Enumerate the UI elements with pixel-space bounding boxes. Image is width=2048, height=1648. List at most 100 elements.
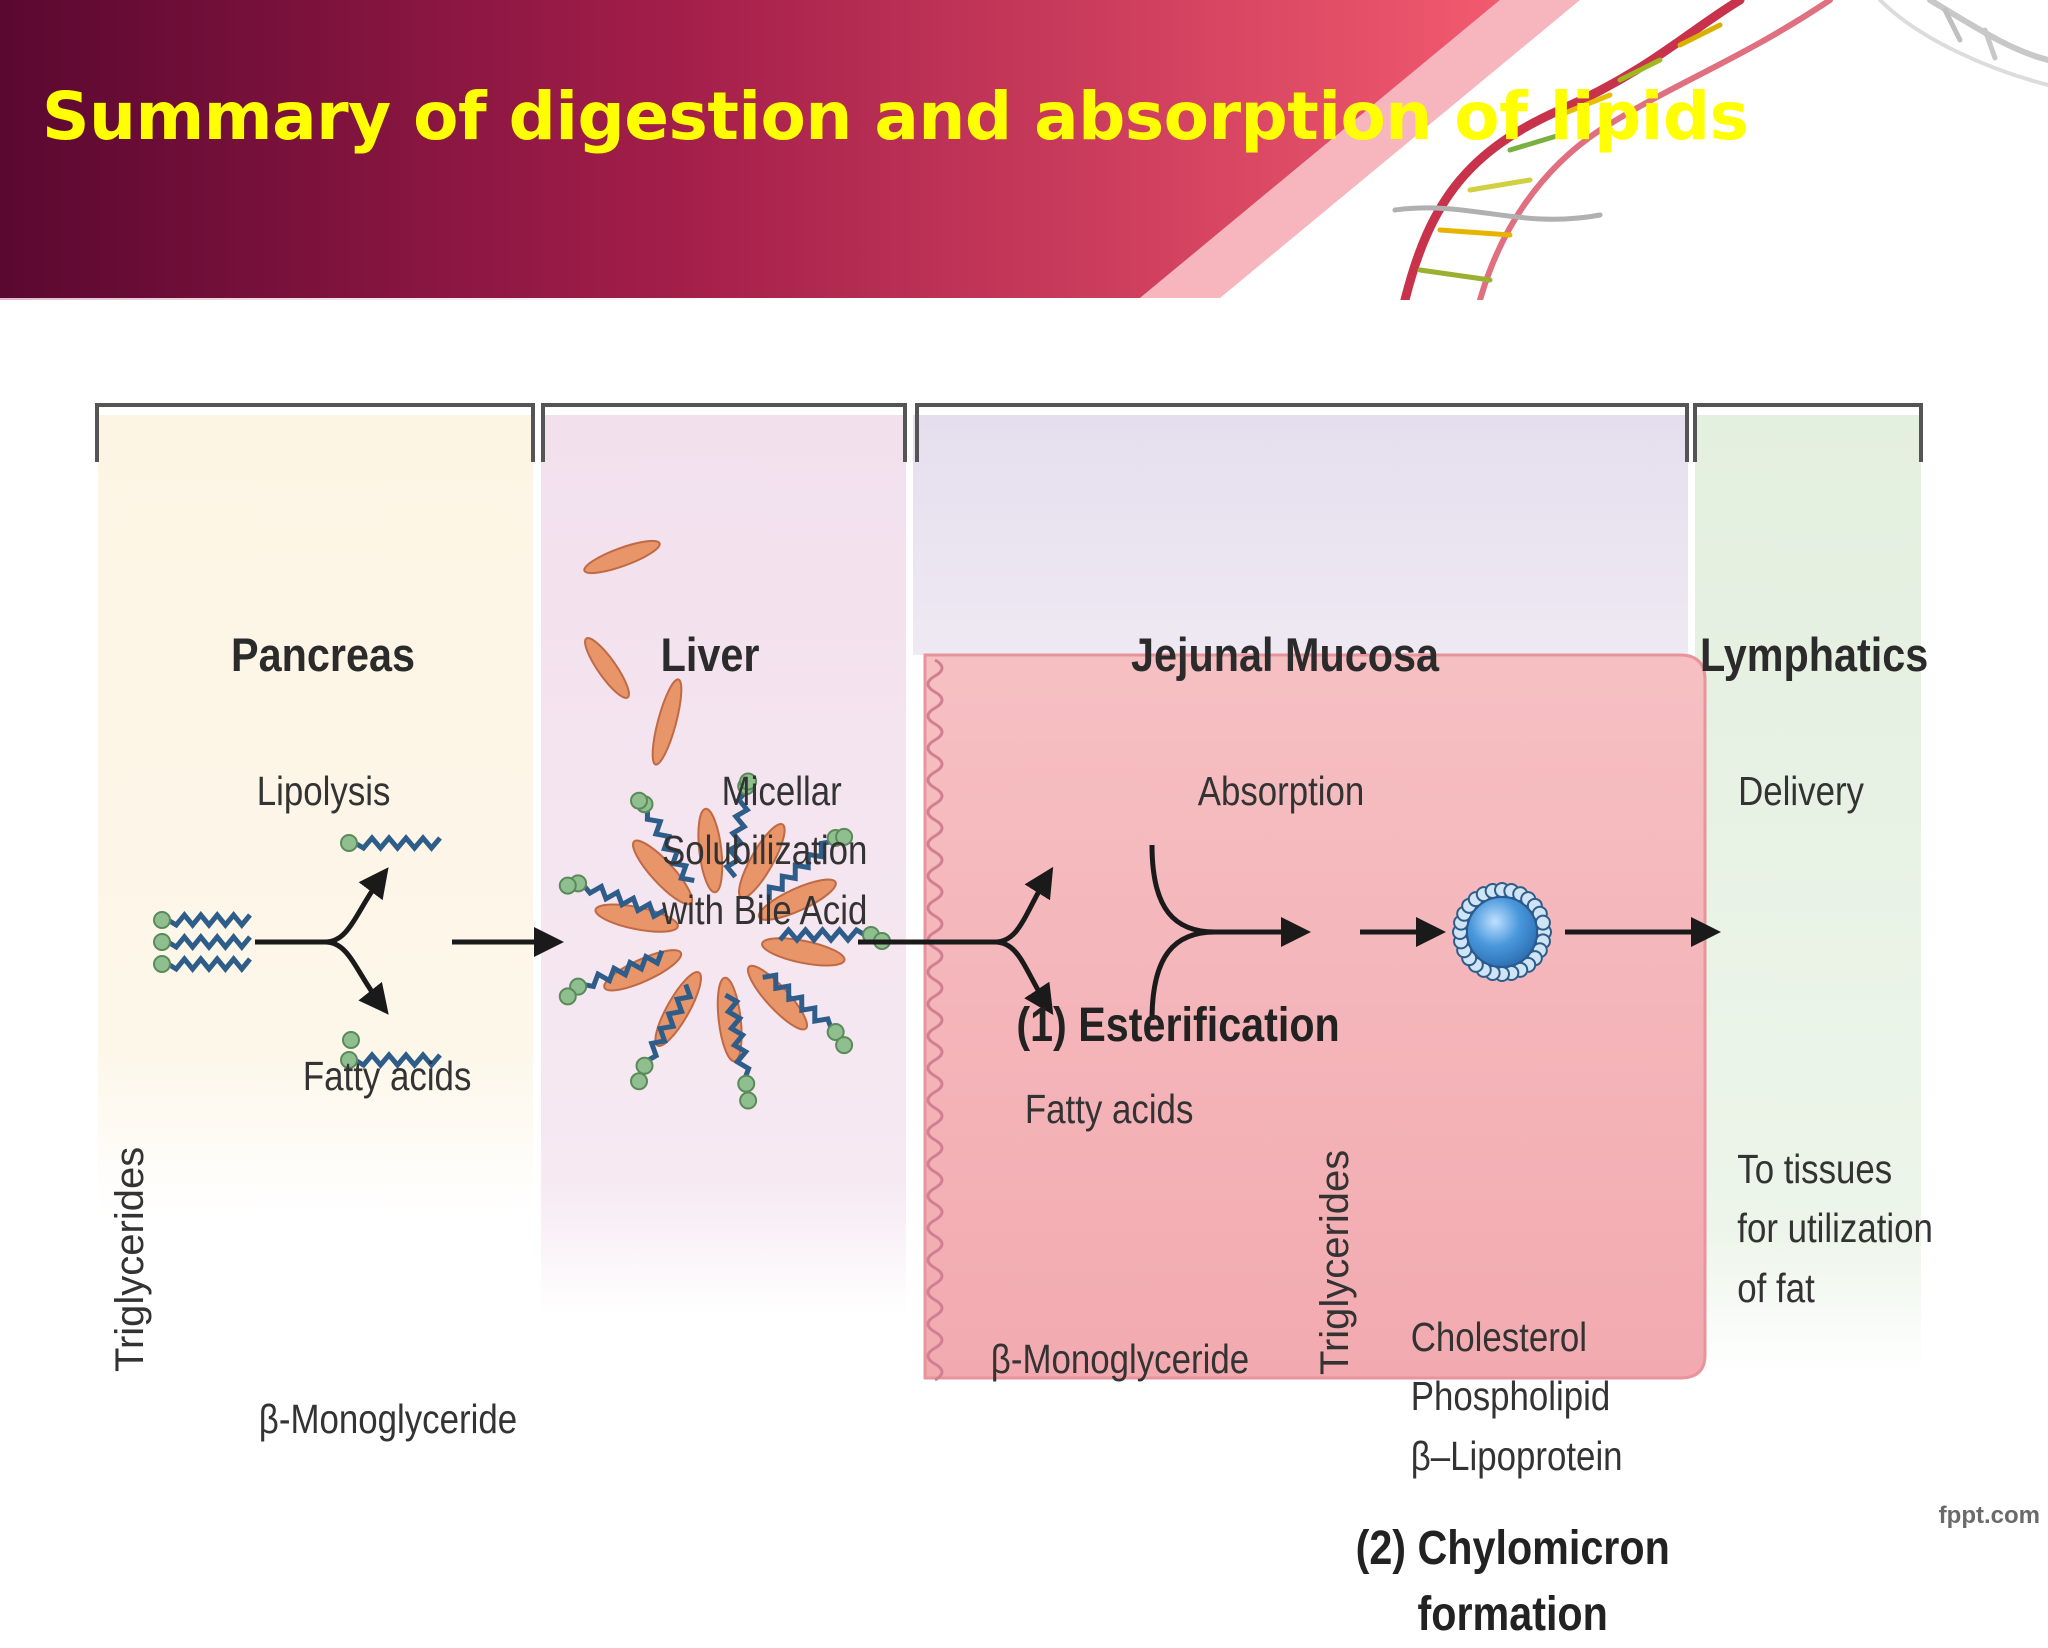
lymph-output-line: for utilization (1737, 1205, 1933, 1252)
microvilli-border (926, 658, 944, 1382)
lipid-head (153, 911, 171, 929)
lipid-head (826, 1023, 845, 1042)
lipid-tail (353, 834, 442, 852)
section-header-pancreas: Pancreas (231, 628, 415, 681)
lipid-tail (778, 926, 867, 944)
chylomicron-particle (1452, 882, 1552, 982)
chylomicron-shell (1534, 914, 1551, 931)
lipid-tail (723, 790, 752, 879)
fatty-acid-molecule (340, 834, 442, 852)
lipid-chain (340, 834, 442, 852)
micelle (558, 772, 891, 1110)
lymphatics-panel (1695, 415, 1921, 1375)
lipid-head (340, 1051, 358, 1069)
lipid-tail (166, 933, 252, 951)
diagram-graphics (70, 322, 1928, 1402)
component-cholesterol: Cholesterol (1410, 1314, 1587, 1360)
enterocyte-cell (923, 653, 1707, 1380)
lipid-head (630, 791, 648, 810)
lipid-head (835, 827, 854, 846)
lymph-output-line: of fat (1737, 1264, 1815, 1311)
micelle-bile-acid (761, 937, 846, 967)
process-absorption: Absorption (1197, 768, 1365, 814)
component-phospholipid: Phospholipid (1410, 1373, 1611, 1420)
lipid-chain (630, 983, 694, 1091)
lipid-head (739, 772, 758, 791)
step2-line: formation (1417, 1588, 1608, 1642)
component-lipoprotein: β–Lipoprotein (1410, 1432, 1623, 1479)
lipid-head (739, 1091, 758, 1110)
lipid-chain (153, 933, 252, 951)
lipid-tail (766, 839, 832, 901)
process-lipolysis: Lipolysis (256, 768, 391, 814)
chylomicron-components: Cholesterol Phospholipid β–Lipoprotein (1411, 1308, 1623, 1486)
micelle-bile-acid (746, 964, 809, 1031)
lipid-chain (340, 1051, 442, 1069)
bile-acid-molecule (583, 539, 661, 575)
lipid-tail (724, 992, 752, 1079)
lipid-chain (153, 955, 252, 973)
lipid-chain (153, 911, 252, 929)
absorption-arrow-down (994, 939, 1054, 1016)
lipid-chain (558, 874, 667, 920)
process-line: Micellar (721, 768, 842, 814)
lipid-head (835, 1036, 854, 1055)
micelle-bile-acid (697, 807, 724, 894)
monoglyceride-molecule (340, 1031, 442, 1069)
slide-header: Summary of digestion and absorption of l… (0, 0, 2048, 372)
lipid-tail (581, 882, 667, 920)
lymphatics-bracket (1693, 403, 1923, 462)
pancreas-triglycerides-label: Triglycerides (108, 1146, 152, 1372)
bile-acid-molecule (584, 637, 630, 699)
lipid-head (340, 834, 358, 852)
lipid-chain (723, 772, 758, 879)
lipid-tail (166, 911, 252, 929)
process-line: Solubilization (662, 827, 868, 874)
lipid-tail (762, 972, 834, 1030)
process-micellar-solubilization: Micellar Solubilization with Bile Acid (662, 762, 867, 940)
mucosa-monoglyceride-label: β-Monoglyceride (990, 1336, 1250, 1382)
pancreas-fatty-acids-label: Fatty acids (302, 1053, 472, 1099)
lymph-output-line: To tissues (1737, 1146, 1893, 1192)
lymph-output-label: To tissues for utilization of fat (1737, 1140, 1933, 1318)
lipid-chain (762, 972, 854, 1055)
lipid-chain (766, 827, 854, 901)
jejunal-bracket (915, 403, 1689, 462)
step2-line: (2) Chylomicron (1355, 1522, 1670, 1575)
mucosa-triglycerides-label: Triglycerides (1313, 1149, 1357, 1375)
micelle-bile-acid (757, 878, 837, 921)
liver-bracket (541, 403, 907, 462)
lipid-tail (646, 983, 694, 1063)
lipid-head (635, 1056, 654, 1075)
dna-helix-icon (1392, 0, 2048, 305)
lipid-head (153, 955, 171, 973)
pancreas-monoglyceride-label: β-Monoglyceride (258, 1396, 518, 1442)
section-header-jejunal-mucosa: Jejunal Mucosa (1131, 628, 1439, 681)
bile-acid-molecule (651, 678, 683, 766)
lipid-tail (644, 809, 695, 883)
lipid-tail (583, 949, 665, 990)
lipid-head (153, 933, 171, 951)
triglyceride-molecules (153, 911, 252, 973)
footer-credit: fppt.com (1938, 1502, 2040, 1529)
lipid-chain (724, 992, 758, 1110)
lipolysis-arrow-down (324, 939, 389, 1015)
lipid-head (558, 876, 577, 895)
micelle-bile-acid (738, 823, 786, 899)
esterification-label: (1) Esterification (1016, 999, 1340, 1052)
process-line: with Bile Acid (662, 886, 868, 933)
chylomicron-core (1466, 896, 1538, 968)
lipid-tail (353, 1051, 442, 1069)
lipid-digestion-diagram: Pancreas Liver Jejunal Mucosa Lymphatics… (0, 300, 2048, 1641)
lipid-chain (558, 949, 665, 1006)
pancreas-panel (98, 415, 533, 1215)
section-header-lymphatics: Lymphatics (1700, 628, 1929, 681)
jejunal-panel (913, 415, 1688, 655)
esterification-merge (1149, 929, 1216, 1021)
slide-title: Summary of digestion and absorption of l… (42, 78, 1749, 155)
process-delivery: Delivery (1738, 768, 1864, 814)
lipid-tail (166, 955, 252, 973)
lipid-head (558, 987, 577, 1006)
lipid-chain (630, 791, 695, 883)
section-header-liver: Liver (660, 628, 760, 681)
